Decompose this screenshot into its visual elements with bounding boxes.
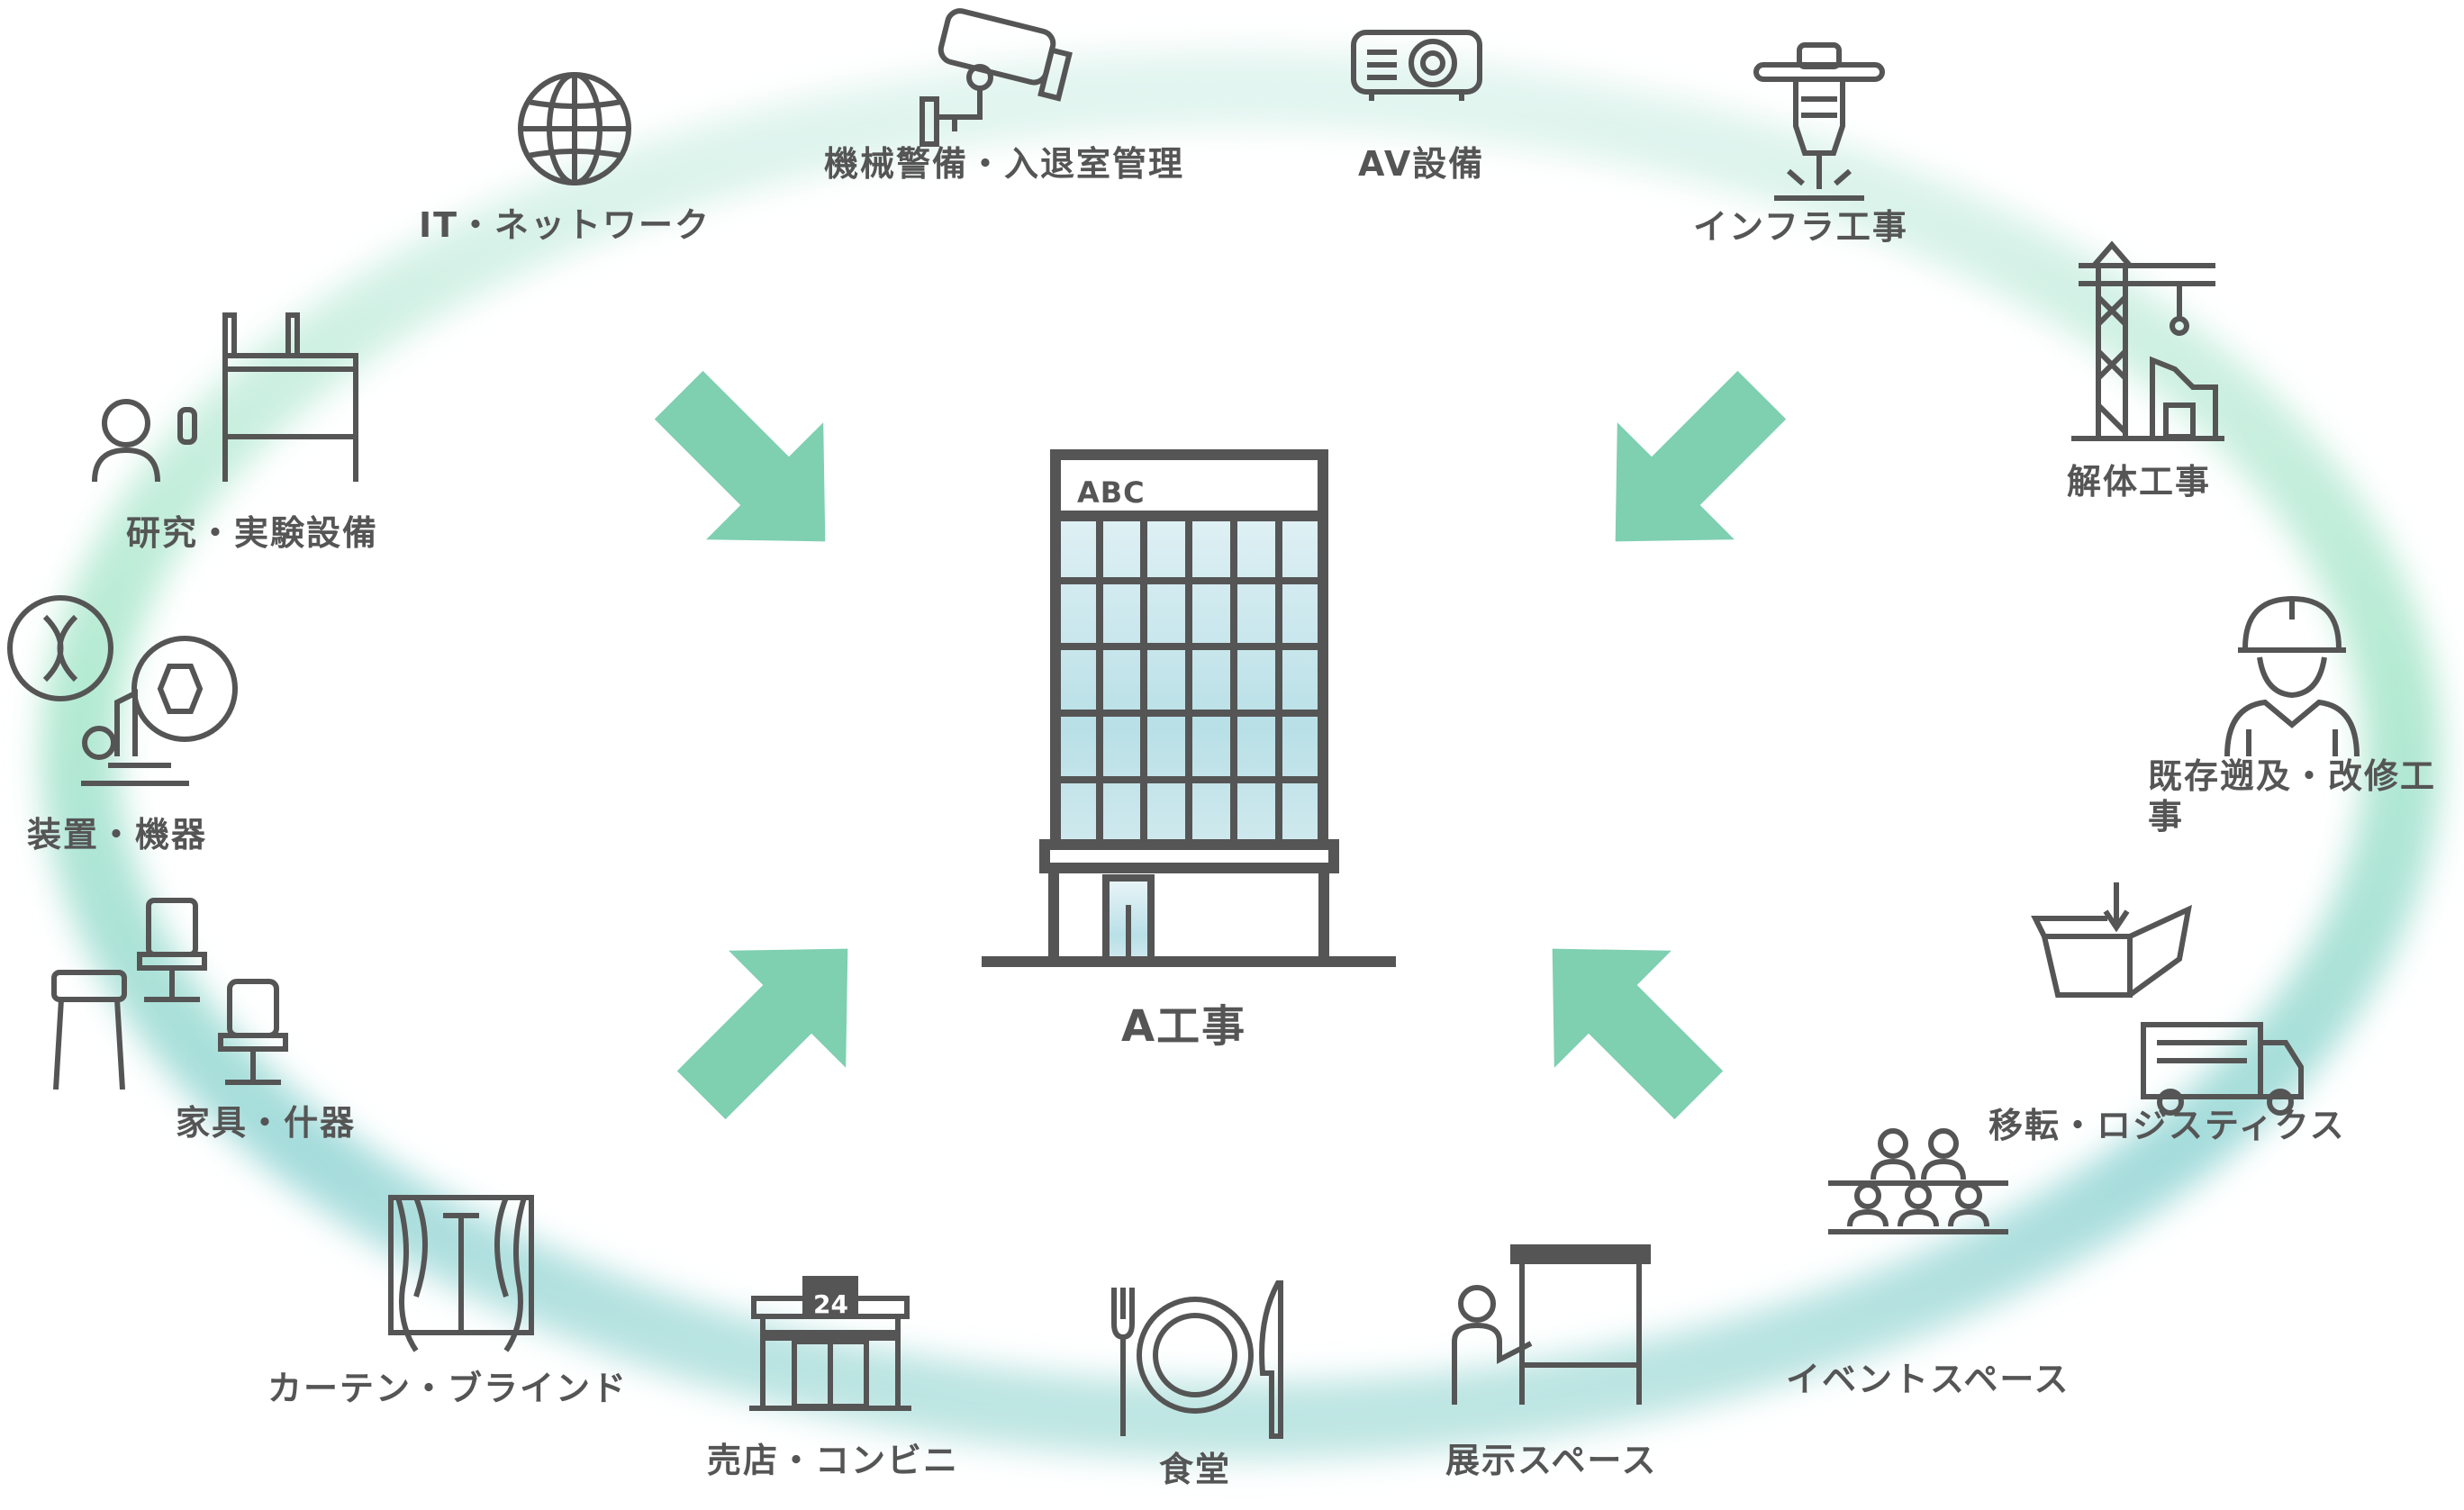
ring-band bbox=[41, 50, 2441, 1460]
label-security: 機械警備・入退室管理 bbox=[824, 144, 1185, 184]
crane-icon bbox=[2071, 240, 2224, 441]
arrows bbox=[654, 370, 1787, 1120]
label-exhibit: 展示スペース bbox=[1445, 1441, 1658, 1480]
curtain-icon bbox=[388, 1195, 534, 1352]
label-renovation-line1: 既存遡及・改修工 bbox=[2148, 756, 2437, 796]
chairs-icon bbox=[51, 898, 288, 1090]
security-camera-icon bbox=[919, 8, 1073, 147]
office-building-icon bbox=[982, 449, 1396, 967]
label-logistics: 移転・ロジスティクス bbox=[1988, 1106, 2346, 1145]
microscope-dna-icon bbox=[7, 595, 238, 786]
projector-icon bbox=[1351, 30, 1482, 101]
globe-icon bbox=[518, 72, 631, 185]
arrow-bottom-right bbox=[1552, 948, 1724, 1120]
label-av: AV設備 bbox=[1358, 144, 1485, 184]
jackhammer-icon bbox=[1753, 42, 1885, 201]
worker-icon bbox=[2224, 595, 2360, 757]
label-demolition: 解体工事 bbox=[2067, 462, 2212, 502]
label-equipment: 装置・機器 bbox=[27, 815, 208, 854]
label-furniture: 家具・什器 bbox=[176, 1103, 357, 1143]
arrow-top-left bbox=[654, 370, 826, 542]
audience-icon bbox=[1828, 1128, 2008, 1234]
label-infra: インフラ工事 bbox=[1693, 207, 1908, 247]
arrow-top-right bbox=[1615, 370, 1787, 542]
label-store: 売店・コンビニ bbox=[707, 1441, 960, 1480]
presenter-board-icon bbox=[1452, 1244, 1651, 1405]
label-cafeteria: 食堂 bbox=[1159, 1450, 1232, 1489]
convenience-store-icon bbox=[749, 1276, 911, 1411]
label-curtain: カーテン・ブラインド bbox=[267, 1369, 629, 1408]
store-sign-text: 24 bbox=[813, 1289, 848, 1319]
scientist-lab-icon bbox=[92, 312, 358, 483]
label-renovation-line2: 事 bbox=[2148, 797, 2185, 836]
label-event: イベントスペース bbox=[1786, 1360, 2070, 1399]
building-sign-text: ABC bbox=[1077, 475, 1146, 510]
box-truck-icon bbox=[2031, 882, 2304, 1116]
center-label: A工事 bbox=[1121, 1001, 1247, 1052]
arrow-bottom-left bbox=[676, 948, 848, 1120]
label-research: 研究・実験設備 bbox=[126, 513, 379, 553]
label-it: IT・ネットワーク bbox=[419, 205, 711, 245]
plate-cutlery-icon bbox=[1111, 1280, 1283, 1439]
